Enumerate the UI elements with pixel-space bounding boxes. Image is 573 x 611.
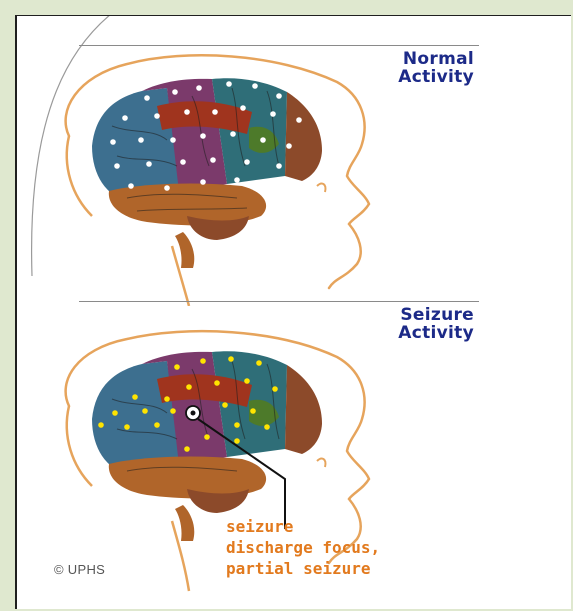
figure-frame: Normal Activity [15,15,571,609]
brain-lobes [92,78,322,268]
annotation-line-2: discharge focus, [226,537,380,558]
ear-line [317,184,325,192]
copyright-credit: © UPHS [54,562,105,577]
seizure-focus-annotation: seizure discharge focus, partial seizure [226,516,380,579]
face-line [67,136,92,216]
ear-line [317,459,325,467]
face-line [67,406,92,486]
annotation-line-1: seizure [226,516,380,537]
annotation-line-3: partial seizure [226,558,380,579]
seizure-focus-marker [186,406,200,420]
normal-activity-panel: Normal Activity [17,16,571,306]
normal-brain-illustration [17,16,571,306]
brain-lobes [92,351,322,541]
